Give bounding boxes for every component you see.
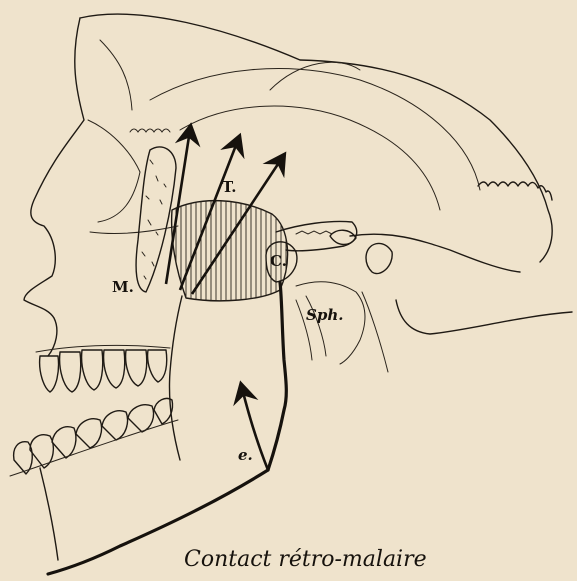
- squamous-border: [180, 106, 440, 210]
- articular-eminence: [296, 231, 332, 234]
- malar-bone: [136, 147, 176, 292]
- lower-teeth: [10, 398, 178, 476]
- nasal-bone: [100, 40, 132, 110]
- malar-stipple: [142, 160, 166, 279]
- label-condyle: C.: [270, 252, 287, 270]
- figure-caption: Contact rétro-malaire: [184, 547, 427, 572]
- temporal-line: [150, 69, 480, 190]
- label-malar: M.: [112, 278, 134, 296]
- styloid-process: [362, 292, 388, 372]
- label-temporal: T.: [222, 178, 236, 196]
- mandible-anterior: [40, 468, 58, 560]
- mandible-ramus: [268, 282, 286, 470]
- temporal-hatching: [176, 195, 286, 305]
- face-profile: [24, 18, 84, 356]
- orbit-outline: [88, 120, 140, 222]
- temporal-fossa: [172, 201, 288, 301]
- label-force: e.: [238, 446, 253, 464]
- auditory-meatus: [366, 243, 392, 273]
- coronal-suture: [130, 129, 170, 132]
- coronoid-process: [169, 296, 182, 460]
- label-sphenoid: Sph.: [306, 306, 343, 324]
- glenoid-fossa: [330, 230, 356, 244]
- upper-teeth: [36, 345, 170, 392]
- mastoid: [350, 234, 520, 272]
- occipital-base: [396, 300, 572, 334]
- zygomatic-arch: [276, 221, 357, 250]
